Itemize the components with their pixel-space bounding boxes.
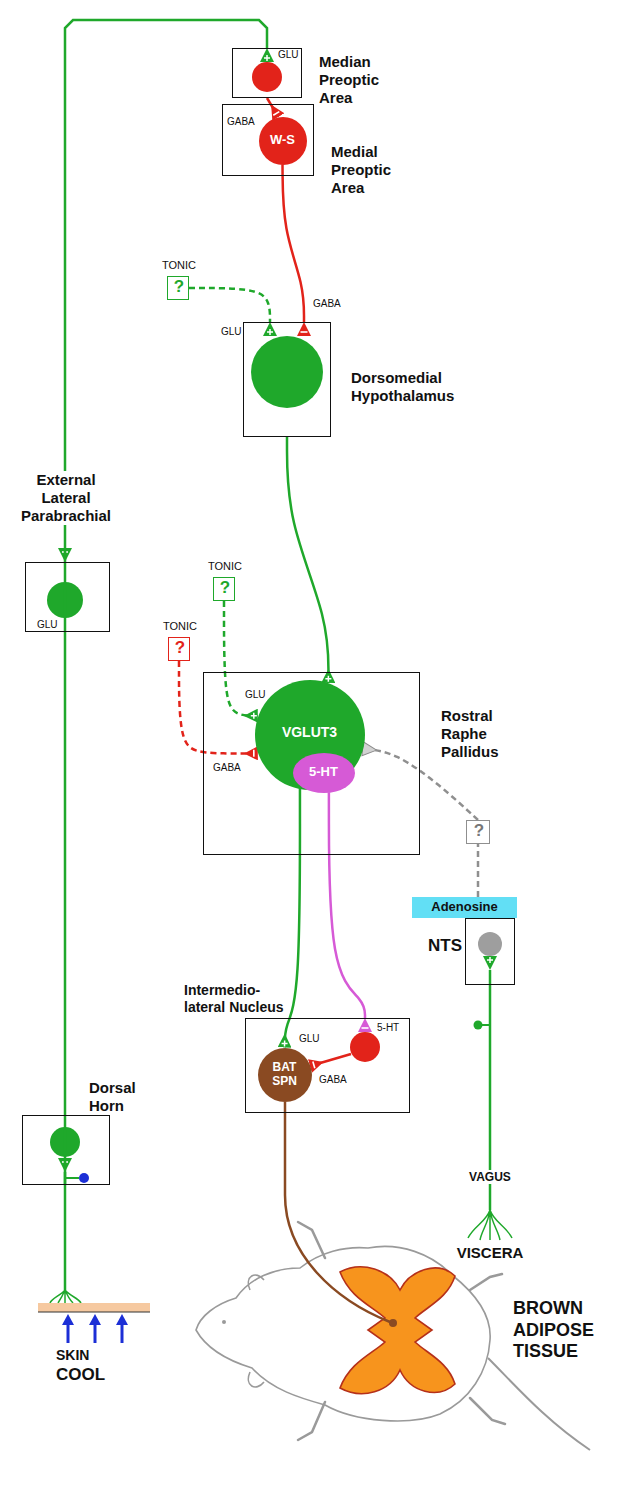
dashed-pathway bbox=[189, 288, 270, 322]
nerve-ending bbox=[389, 1319, 397, 1327]
neural-pathway bbox=[287, 437, 328, 683]
dashed-pathway bbox=[477, 844, 480, 897]
rat-outline bbox=[196, 1246, 490, 1420]
organ-label: VISCERA bbox=[450, 1244, 530, 1262]
question-mark: ? bbox=[168, 277, 190, 297]
dashed-pathway bbox=[179, 661, 258, 754]
neuron-circle: W-S bbox=[259, 117, 307, 165]
neuron-label: W-S bbox=[259, 133, 307, 148]
transmitter-label: GABA bbox=[312, 298, 342, 310]
transmitter-label: GABA bbox=[226, 116, 256, 128]
transmitter-label: GLU bbox=[36, 619, 59, 631]
tonic-label: TONIC bbox=[202, 560, 248, 573]
transmitter-label: GABA bbox=[212, 762, 242, 774]
region-heading: NTS bbox=[420, 936, 462, 956]
region-box: Medial Preoptic AreaW-S bbox=[222, 104, 314, 176]
sensory-afferent bbox=[64, 1172, 67, 1290]
vagal-ganglion bbox=[474, 1021, 483, 1030]
nerve-label: VAGUS bbox=[460, 1170, 520, 1184]
transmitter-label: 5-HT bbox=[376, 1022, 400, 1034]
box-label: Adenosine bbox=[412, 900, 517, 915]
question-mark: ? bbox=[214, 578, 236, 598]
region-heading: Medial Preoptic Area bbox=[331, 143, 416, 197]
tonic-input-box: TONIC? bbox=[168, 637, 190, 661]
nts-neuron bbox=[478, 932, 502, 956]
transmitter-label: GLU bbox=[244, 689, 267, 701]
iml-interneuron bbox=[350, 1032, 380, 1062]
cool-arrow bbox=[94, 1325, 97, 1343]
region-box: NTS bbox=[465, 918, 515, 985]
gaba-synapse bbox=[310, 1054, 351, 1066]
question-mark: ? bbox=[169, 638, 191, 658]
neural-pathway bbox=[283, 165, 305, 323]
transmitter-label: GLU bbox=[298, 1033, 321, 1045]
transmitter-label: GLU bbox=[277, 49, 300, 61]
transmitter-label: GABA bbox=[318, 1074, 348, 1086]
tonic-input-box: TONIC? bbox=[167, 276, 189, 300]
region-heading: Median Preoptic Area bbox=[319, 53, 404, 107]
rat-ears bbox=[248, 1275, 264, 1387]
adenosine-box: Adenosine bbox=[412, 897, 517, 918]
neuron-body bbox=[258, 1048, 312, 1102]
ganglion-dot bbox=[79, 1173, 89, 1183]
neuron-circle: VGLUT3 5-HT bbox=[255, 680, 365, 790]
sympathetic-nerve bbox=[285, 1102, 390, 1322]
skin-line bbox=[38, 1312, 150, 1313]
transmitter-label: GLU bbox=[220, 326, 243, 338]
stimulus-label: SKIN bbox=[55, 1347, 90, 1364]
neural-pathway bbox=[267, 98, 278, 117]
region-heading: Intermedio-lateral Nucleus bbox=[184, 982, 289, 1016]
neural-pathway bbox=[329, 792, 365, 1018]
neuron-label: VGLUT3 bbox=[255, 724, 365, 741]
neuron-circle: 5-HT bbox=[293, 753, 355, 793]
brown-adipose-tissue bbox=[340, 1267, 455, 1394]
region-heading: External Lateral Parabrachial bbox=[16, 471, 116, 525]
viscera-endings bbox=[468, 1210, 512, 1240]
dmh-neuron bbox=[251, 336, 323, 408]
neuron-body bbox=[293, 753, 355, 793]
neuron-circle: BAT SPN bbox=[258, 1048, 312, 1102]
neural-pathway bbox=[64, 562, 67, 1185]
neuron-label: BAT SPN bbox=[263, 1061, 307, 1089]
tonic-label: TONIC bbox=[157, 620, 203, 633]
tonic-label: TONIC bbox=[156, 259, 202, 272]
mnpo-neuron bbox=[252, 62, 282, 92]
neuron-label: 5-HT bbox=[293, 765, 355, 780]
rat-tail bbox=[488, 1358, 590, 1450]
cool-arrow bbox=[121, 1325, 124, 1343]
neuron-body bbox=[259, 117, 307, 165]
region-box: Dorsomedial Hypothalamus bbox=[243, 322, 331, 437]
skin-strip bbox=[38, 1303, 150, 1312]
vagal-ganglion-stub bbox=[482, 1024, 490, 1026]
region-heading: Dorsomedial Hypothalamus bbox=[351, 369, 476, 405]
ganglion-stub bbox=[65, 1177, 79, 1179]
region-heading: Rostral Raphe Pallidus bbox=[441, 707, 531, 761]
organ-label: BROWN ADIPOSE TISSUE bbox=[512, 1298, 607, 1363]
unknown-input-box: ? bbox=[466, 820, 490, 844]
skin-endings bbox=[50, 1290, 81, 1303]
region-box: Dorsal Horn bbox=[22, 1115, 110, 1185]
rat-eye bbox=[222, 1320, 226, 1324]
cool-arrow bbox=[67, 1325, 70, 1343]
stimulus-label: COOL bbox=[55, 1365, 106, 1385]
region-heading: Dorsal Horn bbox=[89, 1079, 151, 1115]
tonic-input-box: TONIC? bbox=[213, 577, 235, 601]
question-mark: ? bbox=[467, 821, 491, 841]
